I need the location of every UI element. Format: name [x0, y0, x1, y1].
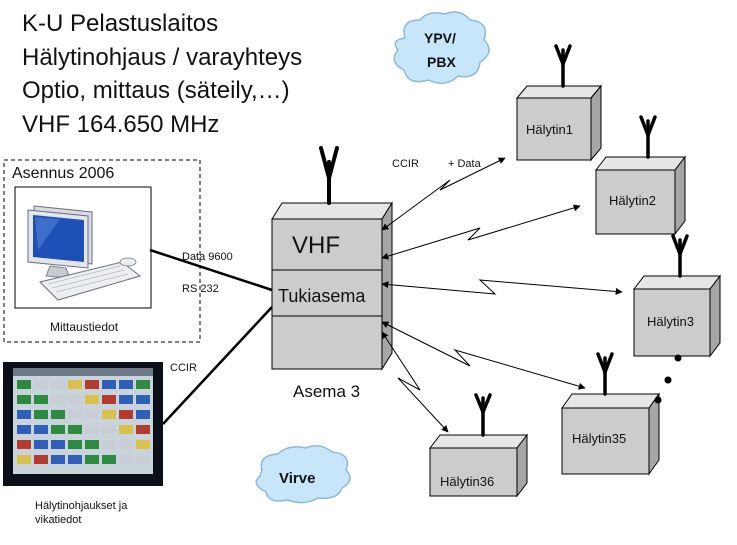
panel-button	[17, 395, 31, 404]
panel-button	[119, 425, 133, 434]
title-line-3: Optio, mittaus (säteily,…)	[22, 77, 290, 104]
panel-button	[119, 410, 133, 419]
base-station-name: Tukiasema	[278, 286, 366, 306]
panel-button	[34, 440, 48, 449]
panel-button	[102, 440, 116, 449]
panel-button	[136, 380, 150, 389]
base-station-caption: Asema 3	[293, 382, 361, 401]
panel-button	[17, 425, 31, 434]
panel-button	[68, 410, 82, 419]
panel-button	[68, 395, 82, 404]
siren-label-35: Hälytin35	[572, 431, 627, 446]
rs232-link	[149, 248, 273, 292]
siren-label-3: Hälytin3	[647, 314, 694, 329]
panel-button-grid	[17, 380, 150, 464]
panel-button	[136, 455, 150, 464]
computer-icon	[27, 205, 142, 301]
link-halytin3	[381, 279, 623, 295]
panel-button	[136, 440, 150, 449]
panel-button	[34, 425, 48, 434]
virve-cloud-label: Virve	[279, 470, 316, 487]
panel-button	[102, 380, 116, 389]
siren-box-36	[428, 393, 529, 498]
panel-button	[119, 455, 133, 464]
title-line-1: K-U Pelastuslaitos	[22, 10, 219, 37]
install-box-caption: Mittaustiedot	[50, 320, 119, 334]
siren-box-1	[515, 44, 603, 162]
panel-button	[17, 440, 31, 449]
panel-caption-line-2: vikatiedot	[35, 514, 82, 526]
siren-label-36: Hälytin36	[440, 474, 495, 489]
ccir-panel-label: CCIR	[170, 362, 197, 374]
panel-button	[85, 425, 99, 434]
panel-button	[85, 410, 99, 419]
base-station-antenna	[319, 146, 339, 205]
panel-button	[102, 425, 116, 434]
panel-button	[119, 395, 133, 404]
panel-button	[68, 440, 82, 449]
panel-button	[102, 410, 116, 419]
ypv-cloud-line-2: PBX	[427, 54, 456, 70]
panel-button	[34, 395, 48, 404]
panel-button	[68, 425, 82, 434]
link-halytin36	[381, 331, 449, 433]
panel-button	[34, 455, 48, 464]
panel-button	[85, 380, 99, 389]
panel-button	[17, 410, 31, 419]
panel-button	[51, 455, 65, 464]
panel-button	[34, 410, 48, 419]
title-line-4: VHF 164.650 MHz	[22, 111, 220, 138]
panel-button	[119, 440, 133, 449]
data-rate-label: Data 9600	[182, 251, 233, 263]
ccir-radio-label: CCIR	[392, 158, 419, 170]
install-box-title: Asennus 2006	[12, 165, 115, 182]
plus-data-label: + Data	[448, 158, 481, 170]
virve-cloud	[255, 445, 351, 504]
title-line-2: Hälytinohjaus / varayhteys	[22, 44, 303, 71]
rs232-label: RS 232	[182, 283, 219, 295]
panel-button	[17, 380, 31, 389]
more-sirens-dots	[654, 354, 682, 404]
siren-label-1: Hälytin1	[526, 122, 573, 137]
panel-button	[85, 440, 99, 449]
panel-button	[34, 380, 48, 389]
panel-button	[136, 425, 150, 434]
panel-button	[51, 425, 65, 434]
install-group-border	[3, 159, 201, 343]
panel-button	[51, 395, 65, 404]
panel-button	[136, 395, 150, 404]
panel-button	[51, 380, 65, 389]
panel-button	[102, 395, 116, 404]
panel-button	[17, 455, 31, 464]
link-halytin2	[381, 204, 581, 260]
siren-box-35	[561, 352, 660, 476]
panel-button	[119, 380, 133, 389]
base-station-vhf-label: VHF	[292, 232, 340, 259]
ccir-panel-link	[162, 306, 273, 425]
panel-button	[85, 395, 99, 404]
panel-caption-line-1: Hälytinohjaukset ja	[35, 500, 128, 512]
ypv-pbx-cloud	[393, 11, 490, 84]
panel-button	[51, 440, 65, 449]
panel-button	[85, 455, 99, 464]
panel-button	[51, 410, 65, 419]
siren-box-3	[632, 234, 722, 358]
panel-button	[68, 380, 82, 389]
siren-label-2: Hälytin2	[609, 193, 656, 208]
ypv-cloud-line-1: YPV/	[424, 30, 456, 46]
panel-button	[68, 455, 82, 464]
siren-box-2	[594, 115, 687, 236]
panel-button	[102, 455, 116, 464]
panel-button	[136, 410, 150, 419]
